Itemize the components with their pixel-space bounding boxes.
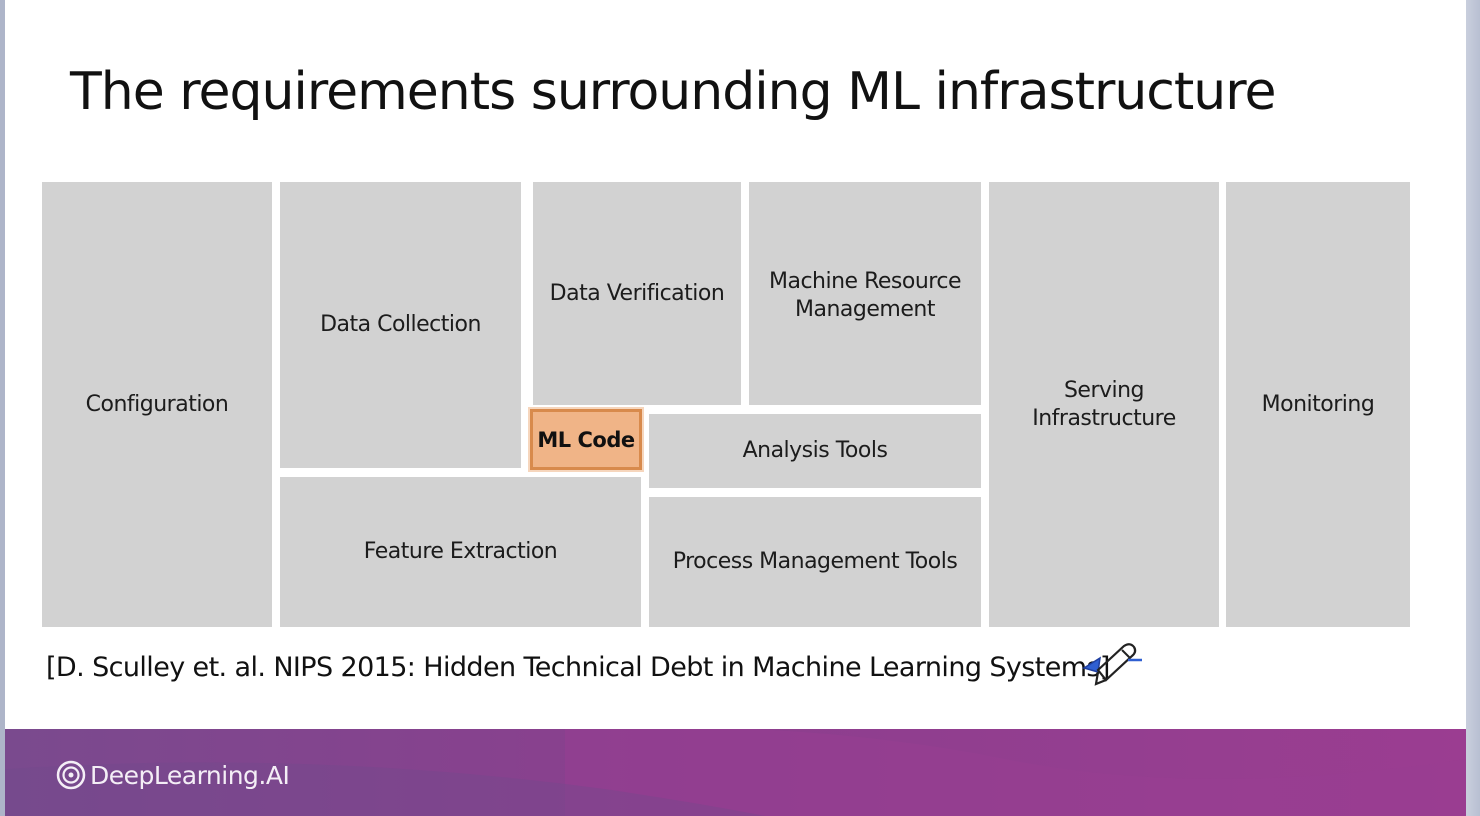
block-label: Feature Extraction	[363, 539, 558, 564]
block-process-management-tools: Process Management Tools	[649, 497, 981, 627]
slide-title: The requirements surrounding ML infrastr…	[70, 62, 1276, 122]
block-label: Analysis Tools	[742, 438, 888, 463]
footer-banner	[5, 729, 1466, 816]
block-configuration: Configuration	[42, 182, 272, 627]
block-analysis-tools: Analysis Tools	[649, 414, 981, 488]
citation: [D. Sculley et. al. NIPS 2015: Hidden Te…	[46, 652, 1110, 683]
block-label: Data Collection	[320, 312, 481, 337]
block-label: Process Management Tools	[672, 549, 958, 574]
window-edge-right	[1466, 0, 1480, 816]
footer-wave	[5, 729, 1466, 816]
block-machine-resource-management: Machine Resource Management	[749, 182, 981, 405]
block-feature-extraction: Feature Extraction	[280, 477, 641, 627]
block-serving-infrastructure: Serving Infrastructure	[989, 182, 1219, 627]
block-label: Machine Resource Management	[769, 269, 961, 322]
block-label: ML Code	[537, 427, 635, 452]
block-label: Data Verification	[549, 280, 725, 306]
brand[interactable]: DeepLearning.AI	[56, 760, 290, 790]
block-ml-code: ML Code	[530, 409, 642, 470]
block-data-collection: Data Collection	[280, 182, 521, 468]
pen-icon[interactable]	[1078, 640, 1148, 690]
deeplearning-logo-icon	[56, 760, 86, 790]
block-data-verification: Data Verification	[533, 182, 741, 405]
block-label: Monitoring	[1261, 391, 1375, 417]
window-edge-left	[0, 0, 5, 816]
brand-name: DeepLearning.AI	[90, 760, 290, 790]
block-monitoring: Monitoring	[1226, 182, 1410, 627]
block-label: Configuration	[85, 391, 229, 417]
block-label: Serving Infrastructure	[1032, 377, 1176, 431]
